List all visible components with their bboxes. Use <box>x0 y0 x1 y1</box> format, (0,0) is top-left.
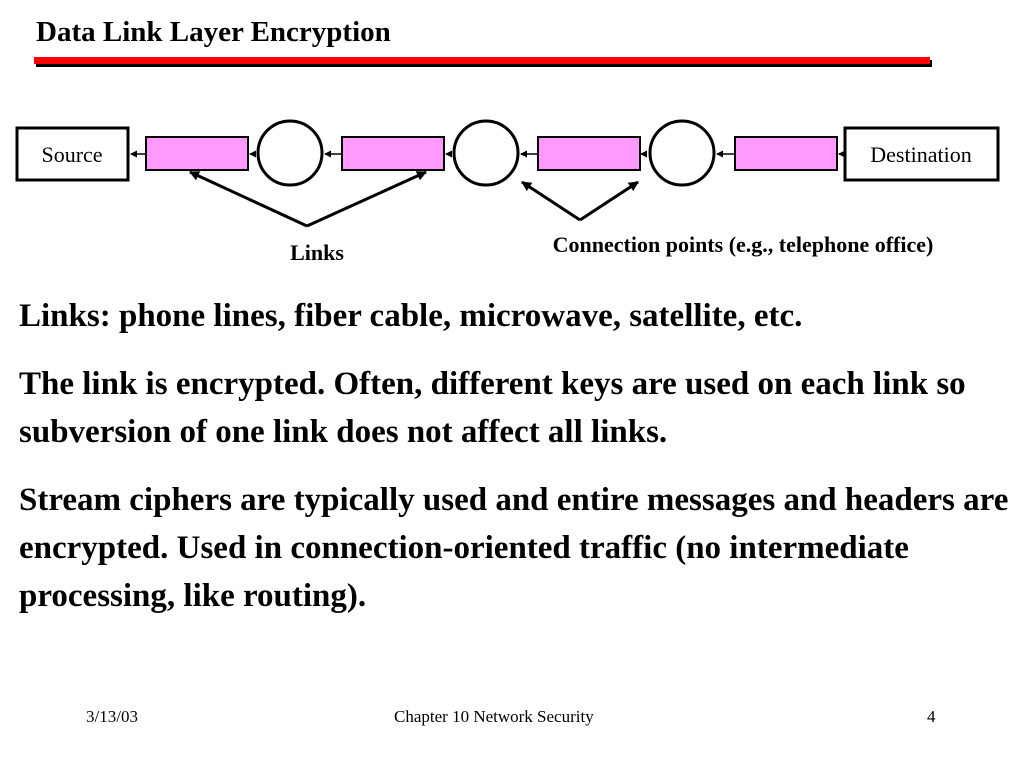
slide-title: Data Link Layer Encryption <box>36 16 391 48</box>
link-segment-4 <box>734 136 838 171</box>
network-diagram: Source Destination Links Connection poin… <box>15 119 1000 265</box>
body-paragraph: The link is encrypted. Often, different … <box>19 366 966 450</box>
link-segment-3 <box>537 136 641 171</box>
connection-points-callout-arrows <box>521 180 639 222</box>
source-label: Source <box>41 142 102 167</box>
destination-label: Destination <box>870 142 971 167</box>
footer-chapter: Chapter 10 Network Security <box>394 707 594 726</box>
footer-page-number: 4 <box>927 707 936 726</box>
connection-point-3 <box>648 119 716 187</box>
body-paragraph: Stream ciphers are typically used and en… <box>19 482 1009 614</box>
links-callout-arrows <box>189 170 427 228</box>
connection-point-2 <box>452 119 520 187</box>
title-underline <box>34 57 930 64</box>
slide-body: Links: phone lines, fiber cable, microwa… <box>19 292 1019 640</box>
callout-arrow <box>189 170 308 228</box>
callout-arrow <box>521 180 581 222</box>
source-box <box>15 126 130 182</box>
connection-points-annotation: Connection points (e.g., telephone offic… <box>553 232 934 257</box>
destination-box <box>843 126 1000 182</box>
callout-arrow <box>579 180 639 222</box>
link-segment-2 <box>341 136 445 171</box>
link-segment-1 <box>145 136 249 171</box>
footer-date: 3/13/03 <box>86 707 138 726</box>
body-paragraph: Links: phone lines, fiber cable, microwa… <box>19 298 803 334</box>
links-annotation: Links <box>290 240 344 265</box>
connection-point-1 <box>256 119 324 187</box>
callout-arrow <box>306 170 427 228</box>
